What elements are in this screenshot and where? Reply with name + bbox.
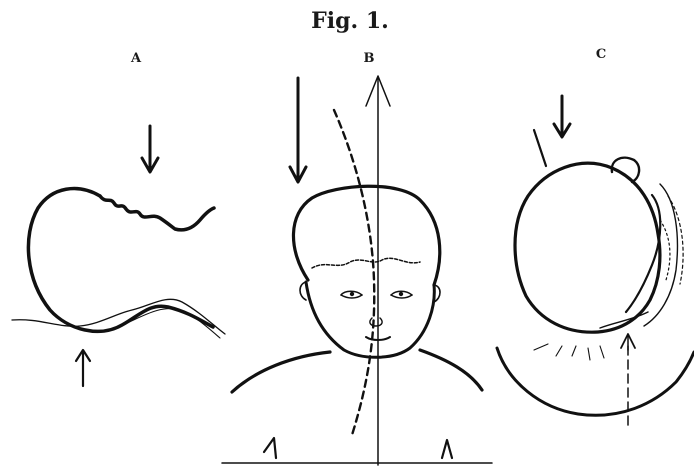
panel-a-head-outline [28, 189, 213, 332]
infant-head-outline [515, 163, 660, 332]
infant-head-outline [293, 186, 439, 285]
panel-c: C [497, 47, 694, 426]
figure-title: Fig. 1. [311, 8, 389, 34]
dashed-curve [334, 110, 374, 435]
panel-c-label: C [596, 47, 606, 62]
left-corner-mark [264, 438, 276, 458]
panel-a-face-profile [100, 196, 214, 230]
shading-tick [534, 344, 548, 350]
shading-tick [600, 346, 604, 358]
panel-a-label: A [130, 51, 142, 66]
left-pupil [350, 292, 354, 296]
right-corner-mark [442, 440, 452, 458]
hand-outline [626, 195, 660, 312]
panel-b-label: B [364, 51, 375, 66]
support-basin-curve [497, 348, 694, 415]
right-shoulder [420, 350, 482, 390]
nose [370, 318, 382, 326]
right-pupil [399, 292, 403, 296]
shading-tick [572, 346, 576, 356]
shading-tick [588, 348, 590, 360]
short-stroke [534, 130, 546, 166]
left-shoulder [232, 352, 330, 392]
hairline [312, 258, 420, 268]
shading-tick [556, 346, 562, 356]
panel-b: B [222, 51, 492, 465]
panel-a: A [12, 51, 225, 386]
